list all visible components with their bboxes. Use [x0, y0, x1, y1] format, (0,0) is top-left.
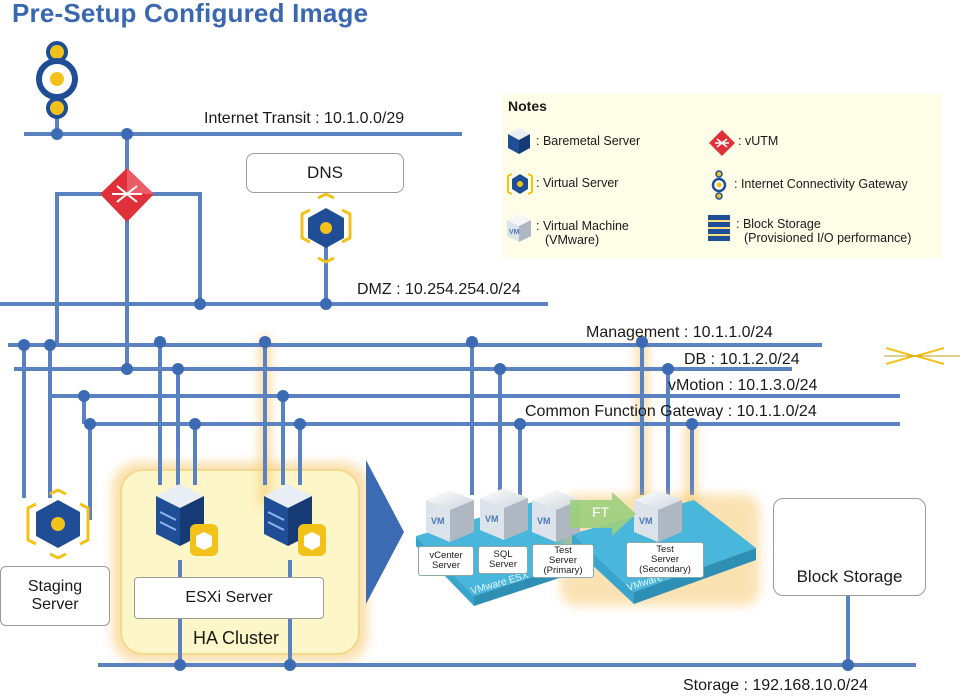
vm-badge: VM — [537, 516, 551, 526]
ha-cluster-label: HA Cluster — [193, 628, 280, 648]
gateway-label: Common Function Gateway : 10.1.1.0/24 — [525, 403, 817, 420]
svg-text:VM: VM — [509, 229, 520, 236]
storage-network-label: Storage : 192.168.10.0/24 — [683, 677, 869, 694]
vm-cube-icon — [634, 490, 682, 542]
dns-box: DNS — [246, 153, 404, 193]
gateway-legend-icon — [711, 170, 727, 200]
staging-server-box: Staging Server — [0, 566, 110, 626]
vm-legend-icon: VM — [507, 214, 531, 242]
virtual-server-legend-icon — [507, 173, 533, 195]
block-storage-box: Block Storage — [773, 498, 926, 596]
internet-transit-label: Internet Transit : 10.1.0.0/29 — [204, 110, 405, 127]
block-storage-label: Block Storage — [796, 567, 903, 586]
esxi-label: ESXi Server — [185, 589, 273, 606]
staging-label-line1: Staging — [27, 578, 83, 595]
vm-label-vcenter: vCenter Server — [418, 546, 474, 576]
notes-title: Notes — [508, 98, 547, 114]
vutm-legend-icon — [709, 130, 735, 156]
arrow-icon — [366, 460, 404, 604]
block-storage-legend-icon — [708, 215, 730, 241]
ft-label: FT — [592, 504, 610, 520]
vm-label-test-secondary: Test Server (Secondary) — [626, 542, 704, 578]
esxi-server-box: ESXi Server — [134, 577, 324, 619]
vm-badge: VM — [431, 516, 445, 526]
vm-badge: VM — [639, 516, 653, 526]
network-switch-icon — [884, 347, 960, 365]
staging-label-line2: Server — [31, 596, 79, 613]
vm-label-sql: SQL Server — [478, 546, 528, 574]
dns-virtual-server-icon — [300, 192, 352, 264]
page-title: Pre-Setup Configured Image — [12, 0, 369, 28]
note-vm-line1: : Virtual Machine — [536, 219, 629, 233]
note-vm-line2: (VMware) — [545, 233, 600, 247]
internet-gateway-icon — [36, 41, 78, 119]
baremetal-legend-icon — [508, 128, 530, 154]
dmz-label: DMZ : 10.254.254.0/24 — [357, 281, 521, 298]
note-vutm: : vUTM — [738, 134, 779, 148]
baremetal-server-icon — [156, 484, 218, 556]
note-virtual-server: : Virtual Server — [536, 176, 619, 190]
note-storage-line1: : Block Storage — [736, 217, 821, 231]
vm-badge: VM — [485, 514, 499, 524]
vutm-icon — [100, 168, 154, 222]
management-label: Management : 10.1.1.0/24 — [586, 324, 773, 341]
vmotion-label: vMotion : 10.1.3.0/24 — [668, 377, 818, 394]
dns-label: DNS — [307, 163, 343, 182]
note-storage-line2: (Provisioned I/O performance) — [744, 231, 912, 245]
baremetal-server-icon — [264, 484, 326, 556]
vm-label-test-primary: Test Server (Primary) — [532, 544, 594, 578]
staging-virtual-server-icon — [26, 488, 90, 560]
note-gateway: : Internet Connectivity Gateway — [734, 177, 908, 191]
connection-dots — [18, 128, 854, 671]
db-label: DB : 10.1.2.0/24 — [684, 351, 800, 368]
vm-cube-icon — [480, 488, 528, 540]
note-baremetal: : Baremetal Server — [536, 134, 641, 148]
vm-cube-icon — [426, 490, 474, 542]
ft-arrow-icon — [570, 492, 636, 536]
